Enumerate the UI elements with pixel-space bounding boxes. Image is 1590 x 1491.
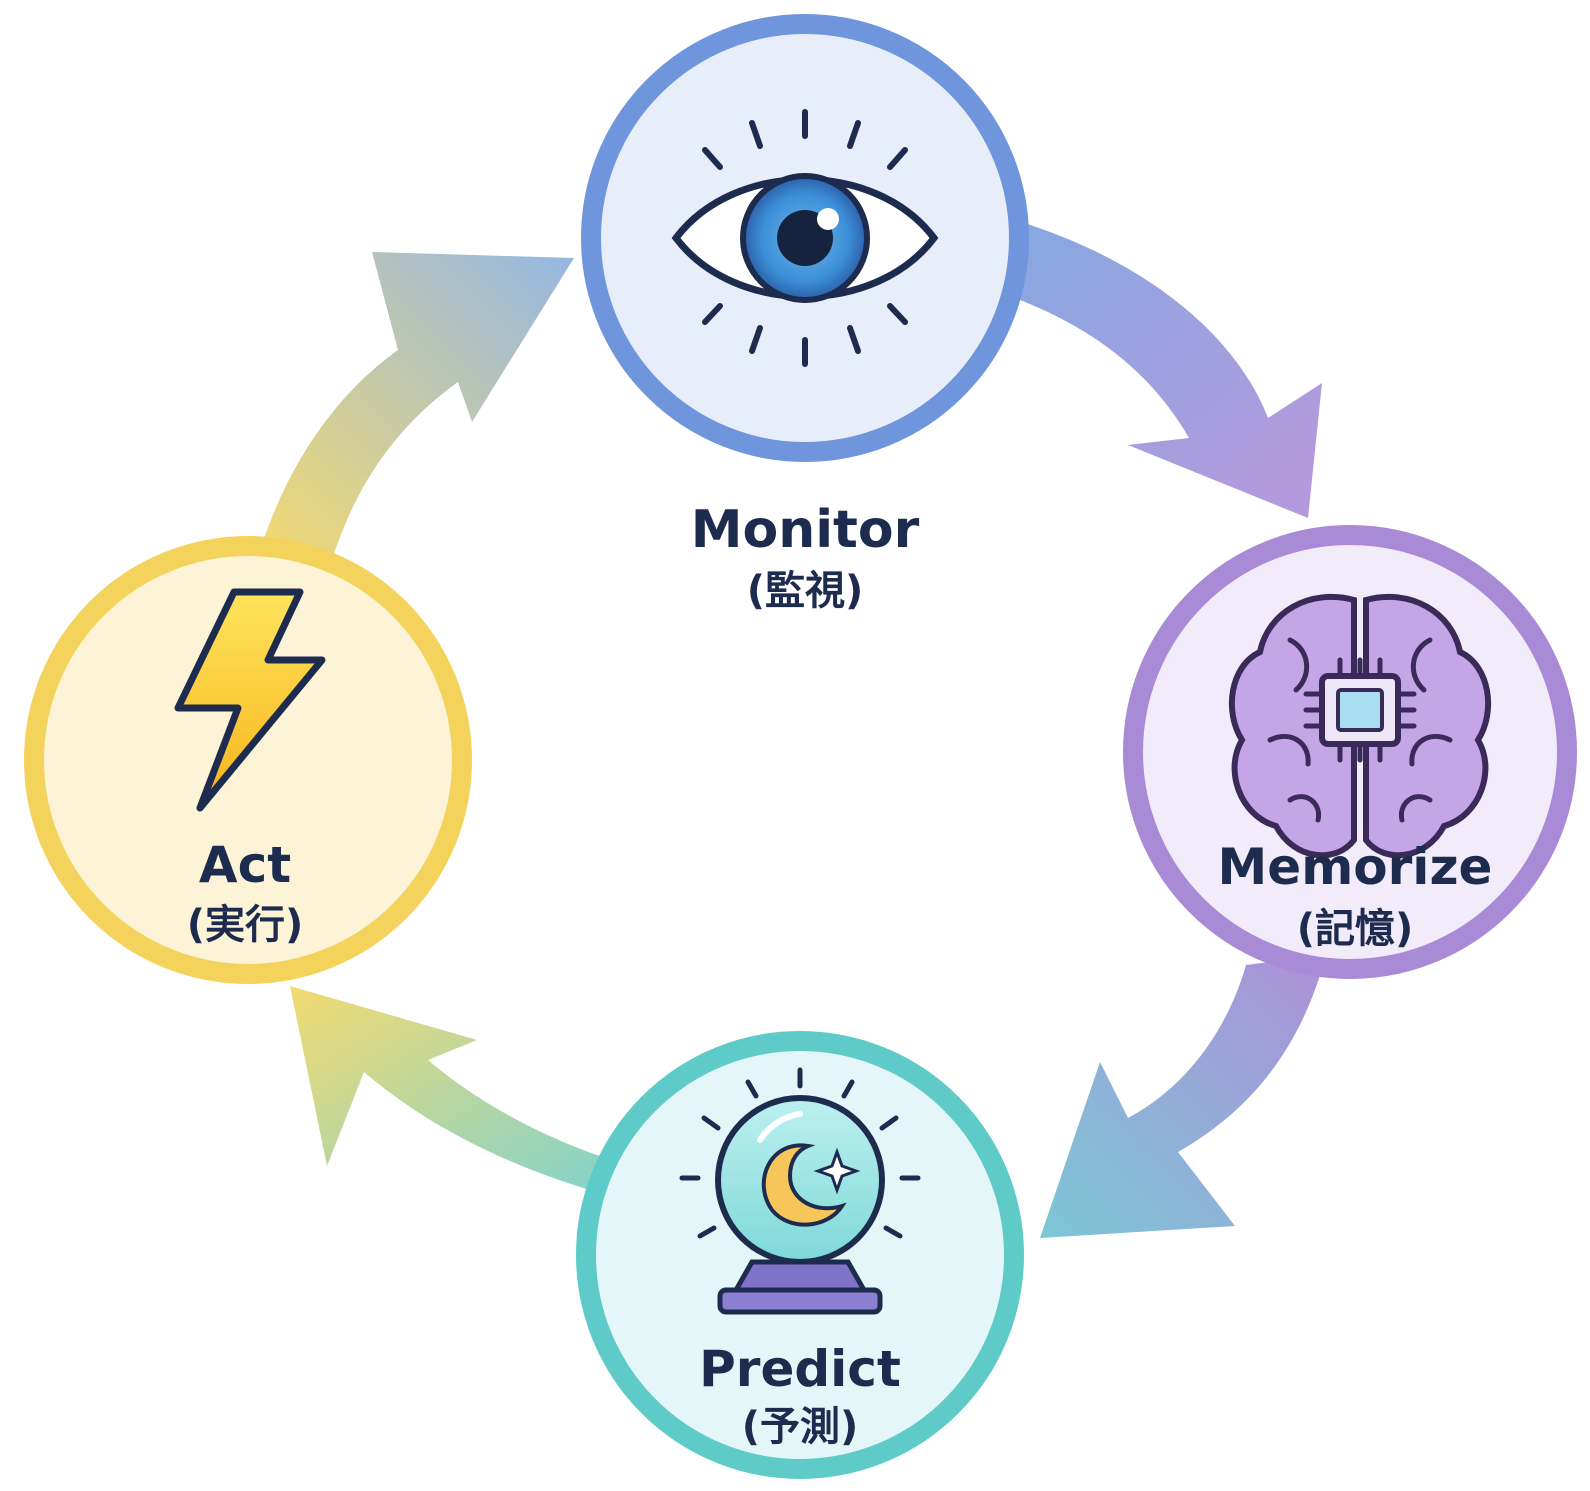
node-subtitle: (予測) (742, 1404, 859, 1450)
node-subtitle: (記憶) (1297, 906, 1414, 952)
node-predict: Predict (予測) (576, 1031, 1024, 1479)
brain-chip-icon (1228, 593, 1492, 859)
arrow-memorize-to-predict (1040, 955, 1326, 1238)
node-monitor: Monitor (監視) (581, 14, 1029, 614)
arrow-act-to-monitor (258, 252, 574, 560)
node-title: Memorize (1218, 838, 1493, 896)
node-title: Act (199, 836, 291, 894)
lightning-bolt-icon (174, 588, 326, 812)
crystal-ball-icon (679, 1067, 921, 1315)
arrow-monitor-to-memorize (990, 220, 1322, 518)
node-act: Act (実行) (24, 536, 472, 984)
node-circle (24, 536, 472, 984)
node-title: Monitor (691, 500, 920, 560)
node-subtitle: (監視) (747, 568, 864, 614)
node-memorize: Memorize (記憶) (1123, 525, 1577, 979)
node-title: Predict (699, 1340, 901, 1398)
arrow-predict-to-act (290, 986, 618, 1198)
eye-icon (671, 109, 939, 367)
node-subtitle: (実行) (187, 902, 304, 948)
